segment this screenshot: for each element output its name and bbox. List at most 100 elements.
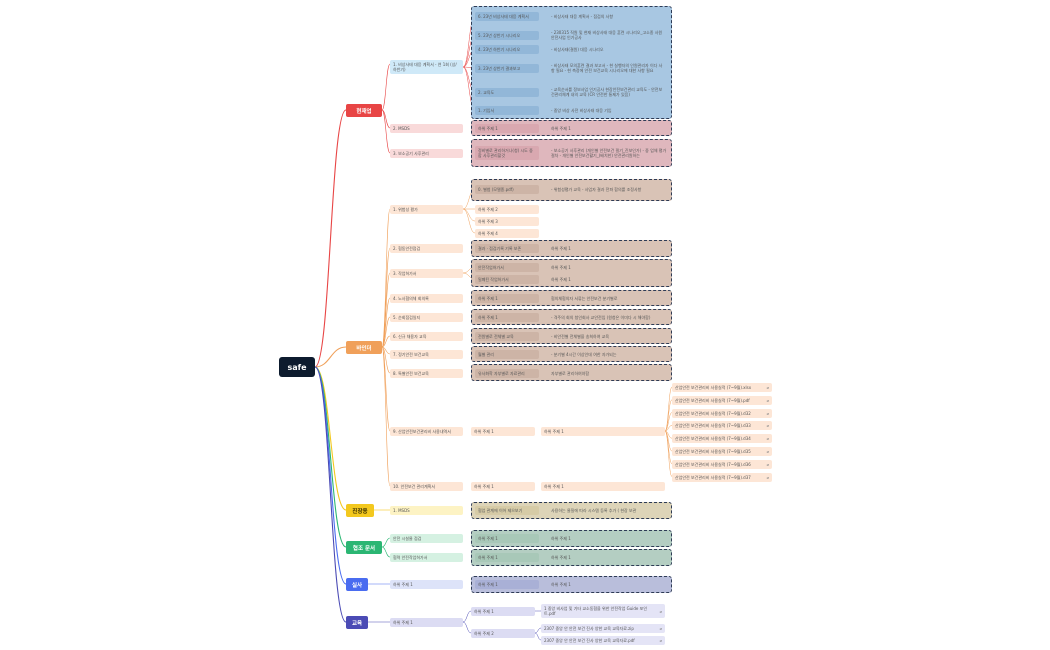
node-facility-check[interactable]: 하위 주제 1 — [475, 534, 539, 543]
gyoyuk-sub1[interactable]: 하위 주제 1 — [471, 607, 535, 616]
gyoyuk-file-guide[interactable]: 1 중앙 비사업 및 기타 교소동협을 위한 안전작업 Guide 포인트.pd… — [541, 604, 665, 618]
cost-file-node[interactable]: 산업안전 보건관리비 사용실적 (7~9월).pdf ⌀ — [672, 395, 772, 405]
gyoyuk-file-zip[interactable]: 2307 중앙 안 안전 보건 진사 양한 교육 교육자료.zip ⌀ — [541, 624, 665, 633]
node-msds-sub[interactable]: 하위 주제 1 — [475, 124, 539, 133]
cost-file-node[interactable]: 산업안전 보건관리비 사용실적 (7~9월).d33 ⌀ — [672, 421, 772, 431]
child-connector — [664, 399, 673, 432]
branch-connector — [381, 109, 391, 129]
node-23-h1-scenario[interactable]: 5. 23년 상반기 시나리오 — [475, 31, 539, 40]
child-connector — [664, 386, 673, 432]
file-label: 1 중앙 비사업 및 기타 교소동협을 위한 안전작업 Guide 포인트.pd… — [544, 606, 648, 616]
branch-connector — [381, 63, 391, 111]
binder-patrol-log[interactable]: 5. 순회점검일지 — [390, 313, 463, 322]
node-record-sheet[interactable]: 1. 기입서 — [475, 106, 539, 115]
note-record-sheet: - 중앙 비상 사전 비상사태 대응 기입 — [551, 108, 612, 113]
node-risk-sub2[interactable]: 하위 주제 2 — [475, 205, 539, 214]
note-labor-council: 협의체협의자 서류는 안전보건 분기별로 — [551, 296, 618, 301]
binder-special-training[interactable]: 8. 특별안전 보건교육 — [390, 369, 463, 378]
child-connector — [664, 412, 673, 432]
binder-risk-assessment[interactable]: 1. 위험성 평가 — [390, 205, 463, 214]
node-patrol-log[interactable]: 하위 주제 1 — [475, 313, 539, 322]
node-23-plan[interactable]: 6. 23년 비상사태 대응 계획서 — [475, 12, 539, 21]
paperclip-icon: ⌀ — [659, 626, 662, 631]
binder-labor-council[interactable]: 4. 노사협의체 회의록 — [390, 294, 463, 303]
jin-msds[interactable]: 1. MSDS — [390, 506, 463, 515]
note-hyeopjo-permit: 하위 주제 1 — [551, 555, 571, 560]
category-jinjangyong[interactable]: 진장용 — [346, 504, 374, 517]
node-risk-attachment[interactable]: 0. 별첨 (모델종.pdf) — [475, 185, 539, 194]
note-23-plan: - 비상사태 대응 계획서 - 점검의 사항 — [551, 14, 614, 19]
branch-emergency-plan[interactable]: 1. 비상사태 대응 계획서 - 연 1회 (상/하반기) — [390, 60, 463, 74]
note-silsa: 하위 주제 1 — [551, 582, 571, 587]
cost-file-node[interactable]: 산업안전 보건관리비 사용실적 (7~9월).d37⌀ — [672, 472, 772, 482]
cost-file-node[interactable]: 산업안전 보건관리비 사용실적 (7~9월).d32⌀ — [672, 408, 772, 418]
node-education-map[interactable]: 2. 교육도 — [475, 88, 539, 97]
node-aftercare-sub[interactable]: 정비별로 관리하거나(청) 시도 중합 사후관리할것 — [475, 146, 539, 160]
paperclip-icon: ⌀ — [766, 436, 769, 442]
node-hyeopjo-permit[interactable]: 하위 주제 1 — [475, 553, 539, 562]
branch-connector — [381, 346, 391, 374]
cost-file-node[interactable]: 산업안전 보건관리비 사용실적 (7~9월).d36⌀ — [672, 459, 772, 469]
gyoyuk-item[interactable]: 하위 주제 1 — [390, 618, 463, 627]
silsa-item[interactable]: 하위 주제 1 — [390, 580, 463, 589]
node-risk-sub3[interactable]: 하위 주제 3 — [475, 217, 539, 226]
file-label: 산업안전 보건관리비 사용실적 (7~9월).d33 — [675, 423, 751, 429]
paperclip-icon: ⌀ — [766, 397, 769, 403]
binder-joint-inspection[interactable]: 2. 협동안전점검 — [390, 244, 463, 253]
node-safety-permit[interactable]: 안전작업허가서 — [475, 263, 539, 272]
node-safety-cost-subsub[interactable]: 하위 주제 1 — [541, 427, 665, 436]
child-connector — [462, 610, 472, 623]
branch-connector — [381, 346, 391, 355]
root-node[interactable]: safe — [279, 357, 315, 377]
file-label: 산업안전 보건관리비 사용실적 (7~9월).d35 — [675, 449, 751, 454]
root-connector — [314, 109, 347, 368]
node-silsa[interactable]: 하위 주제 1 — [475, 580, 539, 589]
node-23-h2-scenario[interactable]: 4. 23년 하반기 시나리오 — [475, 45, 539, 54]
file-label: 산업안전 보건관리비 사용실적 (7~9월).pdf — [675, 397, 750, 403]
node-new-hire-training[interactable]: 전원별로 전체별 교육 — [475, 332, 539, 341]
gyoyuk-file-pdf[interactable]: 2307 중앙 안 안전 보건 진사 양한 교육 교육자료.pdf⌀ — [541, 636, 665, 645]
hyeopjo-work-permit[interactable]: 협력 안전작업허가서 — [390, 553, 463, 562]
root-connector — [314, 346, 347, 368]
gyoyuk-sub2[interactable]: 하위 주제 2 — [471, 629, 535, 638]
child-connector — [664, 430, 673, 477]
binder-new-hire-training[interactable]: 6. 신규 채용자 교육 — [390, 332, 463, 341]
binder-safety-plan[interactable]: 10. 안전보건 관리계획서 — [390, 482, 463, 491]
node-safety-plan-sub[interactable]: 하위 주제 1 — [471, 482, 535, 491]
root-connector — [314, 366, 347, 623]
group-emergency-plan — [471, 6, 672, 119]
node-jin-msds[interactable]: 협업 관계에 이어 제으보기 — [475, 506, 539, 515]
category-hyeonjaeup[interactable]: 현재업 — [346, 104, 382, 117]
node-safety-plan-subsub[interactable]: 하위 주제 1 — [541, 482, 665, 491]
binder-work-permit[interactable]: 3. 작업허가서 — [390, 269, 463, 278]
note-education-map: - 교육순서를 정보사업 인기공사 현장안전보건관리 교육도 - 안전보건관리체… — [551, 87, 663, 97]
cost-file-node[interactable]: 산업안전 보건관리비 사용실적 (7~9월).d34⌀ — [672, 434, 772, 444]
category-gyoyuk[interactable]: 교육 — [346, 616, 368, 629]
child-connector — [664, 430, 673, 465]
branch-msds[interactable]: 2. MSDS — [390, 124, 463, 133]
cost-file-node[interactable]: 산업안전 보건관리비 사용실적 (7~9월).d35⌀ — [672, 447, 772, 456]
note-confined-permit: 하위 주제 1 — [551, 277, 571, 282]
paperclip-icon: ⌀ — [766, 423, 769, 429]
node-special-training[interactable]: 유사화학 자부별로 자료관리 — [475, 369, 539, 378]
hyeopjo-facility-check[interactable]: 안전 시설물 점검 — [390, 534, 463, 543]
file-label: 산업안전 보건관리비 사용실적 (7~9월).d37 — [675, 474, 751, 480]
node-23-h1-report[interactable]: 3. 23년 상반기 결과보고 — [475, 64, 539, 73]
binder-safety-cost[interactable]: 9. 산업안전보건관리비 사용내역서 — [390, 427, 463, 436]
binder-regular-training[interactable]: 7. 정기안전 보건교육 — [390, 350, 463, 359]
node-labor-council[interactable]: 하위 주제 1 — [475, 294, 539, 303]
category-silsa[interactable]: 실사 — [346, 578, 368, 591]
note-patrol-log: - 격주의 회의 청인회사 교안전임 (원청은 이미다 시 해야함) — [551, 315, 651, 320]
file-label: 2307 중앙 안 안전 보건 진사 양한 교육 교육자료.zip — [544, 626, 634, 631]
node-joint-inspection[interactable]: 결과 · 점검기록 기록 보존 — [475, 244, 539, 253]
node-regular-training[interactable]: 월별 관리 — [475, 350, 539, 359]
note-aftercare-sub: - 보소공기 사후관리 (개인별 안전보건 필기_진보인가) - 중 업체 평가… — [551, 148, 667, 158]
node-confined-permit[interactable]: 밀폐된 작업허가서 — [475, 275, 539, 284]
node-safety-cost-sub[interactable]: 하위 주제 1 — [471, 427, 535, 436]
branch-connector — [381, 546, 391, 558]
node-risk-sub4[interactable]: 하위 주제 4 — [475, 229, 539, 238]
branch-aftercare[interactable]: 3. 보소공기 사후관리 — [390, 149, 463, 158]
category-binder[interactable]: 바인더 — [346, 341, 382, 354]
cost-file-node[interactable]: 산업안전 보건관리비 사용실적 (7~9월).xlsx⌀ — [672, 383, 772, 392]
category-hyeopjo[interactable]: 협조 문서 — [346, 541, 382, 554]
